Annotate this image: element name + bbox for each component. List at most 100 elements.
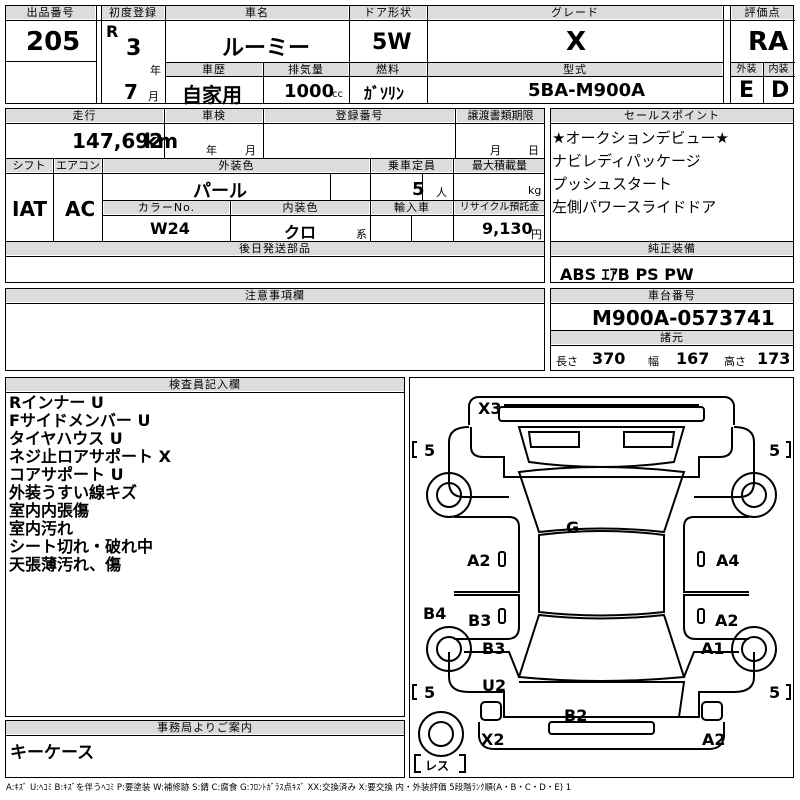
interior-header: 内装: [764, 63, 793, 76]
inspector-note: ネジ止ロアサポート X: [9, 447, 171, 466]
damage-b2: B2: [564, 706, 588, 725]
inspector-box: [5, 377, 405, 717]
displacement: 1000: [284, 81, 335, 102]
mileage-unit: km: [144, 129, 179, 153]
door-header: ドア形状: [350, 6, 426, 19]
grade-header: グレード: [428, 6, 722, 19]
inspector-note: 外装うすい線キズ: [9, 483, 138, 502]
first-reg-month-unit: 月: [148, 90, 159, 103]
inspector-notes: Rインナー U Fサイドメンバー U タイヤハウス U ネジ止ロアサポート X …: [9, 394, 171, 574]
capacity: 5: [412, 179, 425, 200]
grade: X: [566, 27, 587, 57]
genuine-equip-header: 純正装備: [551, 242, 793, 255]
reg-no-header: 登録番号: [265, 109, 454, 122]
inspection-month-unit: 月: [245, 144, 256, 157]
sales-point: 左側パワースライドドア: [552, 198, 717, 216]
int-color: クロ: [284, 223, 317, 242]
recycle: 9,130: [482, 219, 533, 238]
inspector-note: 室内汚れ: [9, 519, 74, 538]
recycle-unit: 円: [531, 228, 542, 241]
inspector-note: 天張薄汚れ、傷: [9, 555, 122, 574]
damage-b3-lower: B3: [482, 639, 506, 658]
inspector-note: コアサポート U: [9, 465, 124, 484]
first-reg-year: 3: [126, 36, 142, 61]
tire-front-left: 5: [424, 441, 436, 460]
aircon: AC: [65, 197, 96, 221]
max-load-header: 最大積載量: [455, 159, 544, 172]
dimensions-header: 諸元: [551, 331, 793, 344]
exterior-grade: E: [739, 78, 755, 103]
ext-color-header: 外装色: [104, 159, 369, 172]
car-name-header: 車名: [166, 6, 348, 19]
inspector-header: 検査員記入欄: [6, 378, 404, 391]
office-box: [5, 720, 405, 778]
transfer-month-unit: 月: [490, 144, 501, 157]
score-header: 評価点: [732, 6, 793, 19]
displacement-header: 排気量: [264, 63, 348, 76]
damage-b3-upper: B3: [468, 611, 492, 630]
first-reg-month: 7: [124, 80, 138, 104]
mileage-header: 走行: [6, 109, 163, 122]
door-type: 5W: [372, 30, 412, 55]
exterior-header: 外装: [731, 63, 762, 76]
chassis-no-header: 車台番号: [551, 289, 793, 302]
notes-header: 注意事項欄: [6, 289, 544, 302]
score: RA: [748, 27, 789, 57]
capacity-unit: 人: [436, 186, 447, 199]
inspector-note: 室内内張傷: [9, 501, 90, 520]
header-table: [5, 5, 794, 104]
vehicle-info-table: [5, 108, 545, 283]
interior-grade: D: [771, 78, 790, 103]
length: 370: [592, 349, 626, 368]
fuel: ｶﾞｿﾘﾝ: [364, 84, 405, 103]
later-parts-header: 後日発送部品: [6, 242, 544, 255]
width-label: 幅: [648, 355, 659, 368]
color-no: W24: [150, 219, 190, 238]
genuine-equip: ABS ｴｱB PS PW: [560, 265, 694, 284]
height: 173: [757, 349, 791, 368]
model-header: 型式: [428, 63, 722, 76]
int-color-unit: 系: [356, 228, 367, 241]
first-reg-year-unit: 年: [150, 64, 161, 77]
mileage: 147,692: [72, 129, 164, 153]
tire-rear-right: 5: [769, 683, 781, 702]
sales-point: ナビレディパッケージ: [552, 152, 701, 170]
damage-x2: X2: [481, 730, 505, 749]
fuel-header: 燃料: [350, 63, 426, 76]
damage-u2: U2: [482, 676, 507, 695]
width: 167: [676, 349, 710, 368]
damage-a4: A4: [716, 551, 740, 570]
damage-a2-right-rear: A2: [715, 611, 739, 630]
displacement-unit: cc: [332, 89, 343, 100]
height-label: 高さ: [724, 355, 746, 368]
spare-tire-status: レス: [425, 759, 450, 773]
damage-a1: A1: [701, 639, 725, 658]
length-label: 長さ: [556, 355, 578, 368]
history-header: 車歴: [166, 63, 262, 76]
damage-a2-rear-bumper: A2: [702, 730, 726, 749]
office-note: キーケース: [10, 743, 95, 763]
chassis-no: M900A-0573741: [592, 306, 775, 330]
office-header: 事務局よりご案内: [6, 721, 404, 734]
transfer-docs-header: 譲渡書類期限: [457, 109, 544, 122]
color-no-header: カラーNo.: [104, 201, 229, 214]
car-name: ルーミー: [222, 36, 311, 61]
ext-color: パール: [193, 181, 247, 202]
damage-a2-left-door: A2: [467, 551, 491, 570]
lot-no-header: 出品番号: [6, 6, 95, 19]
inspection-header: 車検: [166, 109, 262, 122]
inspector-note: シート切れ・破れ中: [9, 537, 154, 556]
int-color-header: 内装色: [232, 201, 369, 214]
capacity-header: 乗車定員: [372, 159, 452, 172]
sales-points-list: ★オークションデビュー★ ナビレディパッケージ プッシュスタート 左側パワースラ…: [552, 127, 729, 219]
import-header: 輸入車: [372, 201, 452, 214]
tire-rear-left: 5: [424, 683, 436, 702]
model: 5BA-M900A: [528, 80, 646, 101]
chassis-box: [550, 288, 794, 371]
transfer-day-unit: 日: [528, 144, 539, 157]
sales-points-box: [550, 108, 794, 283]
inspector-note: Fサイドメンバー U: [9, 411, 151, 430]
shift-header: シフト: [6, 159, 52, 172]
car-diagram: [412, 396, 791, 773]
sales-point: プッシュスタート: [552, 175, 673, 193]
